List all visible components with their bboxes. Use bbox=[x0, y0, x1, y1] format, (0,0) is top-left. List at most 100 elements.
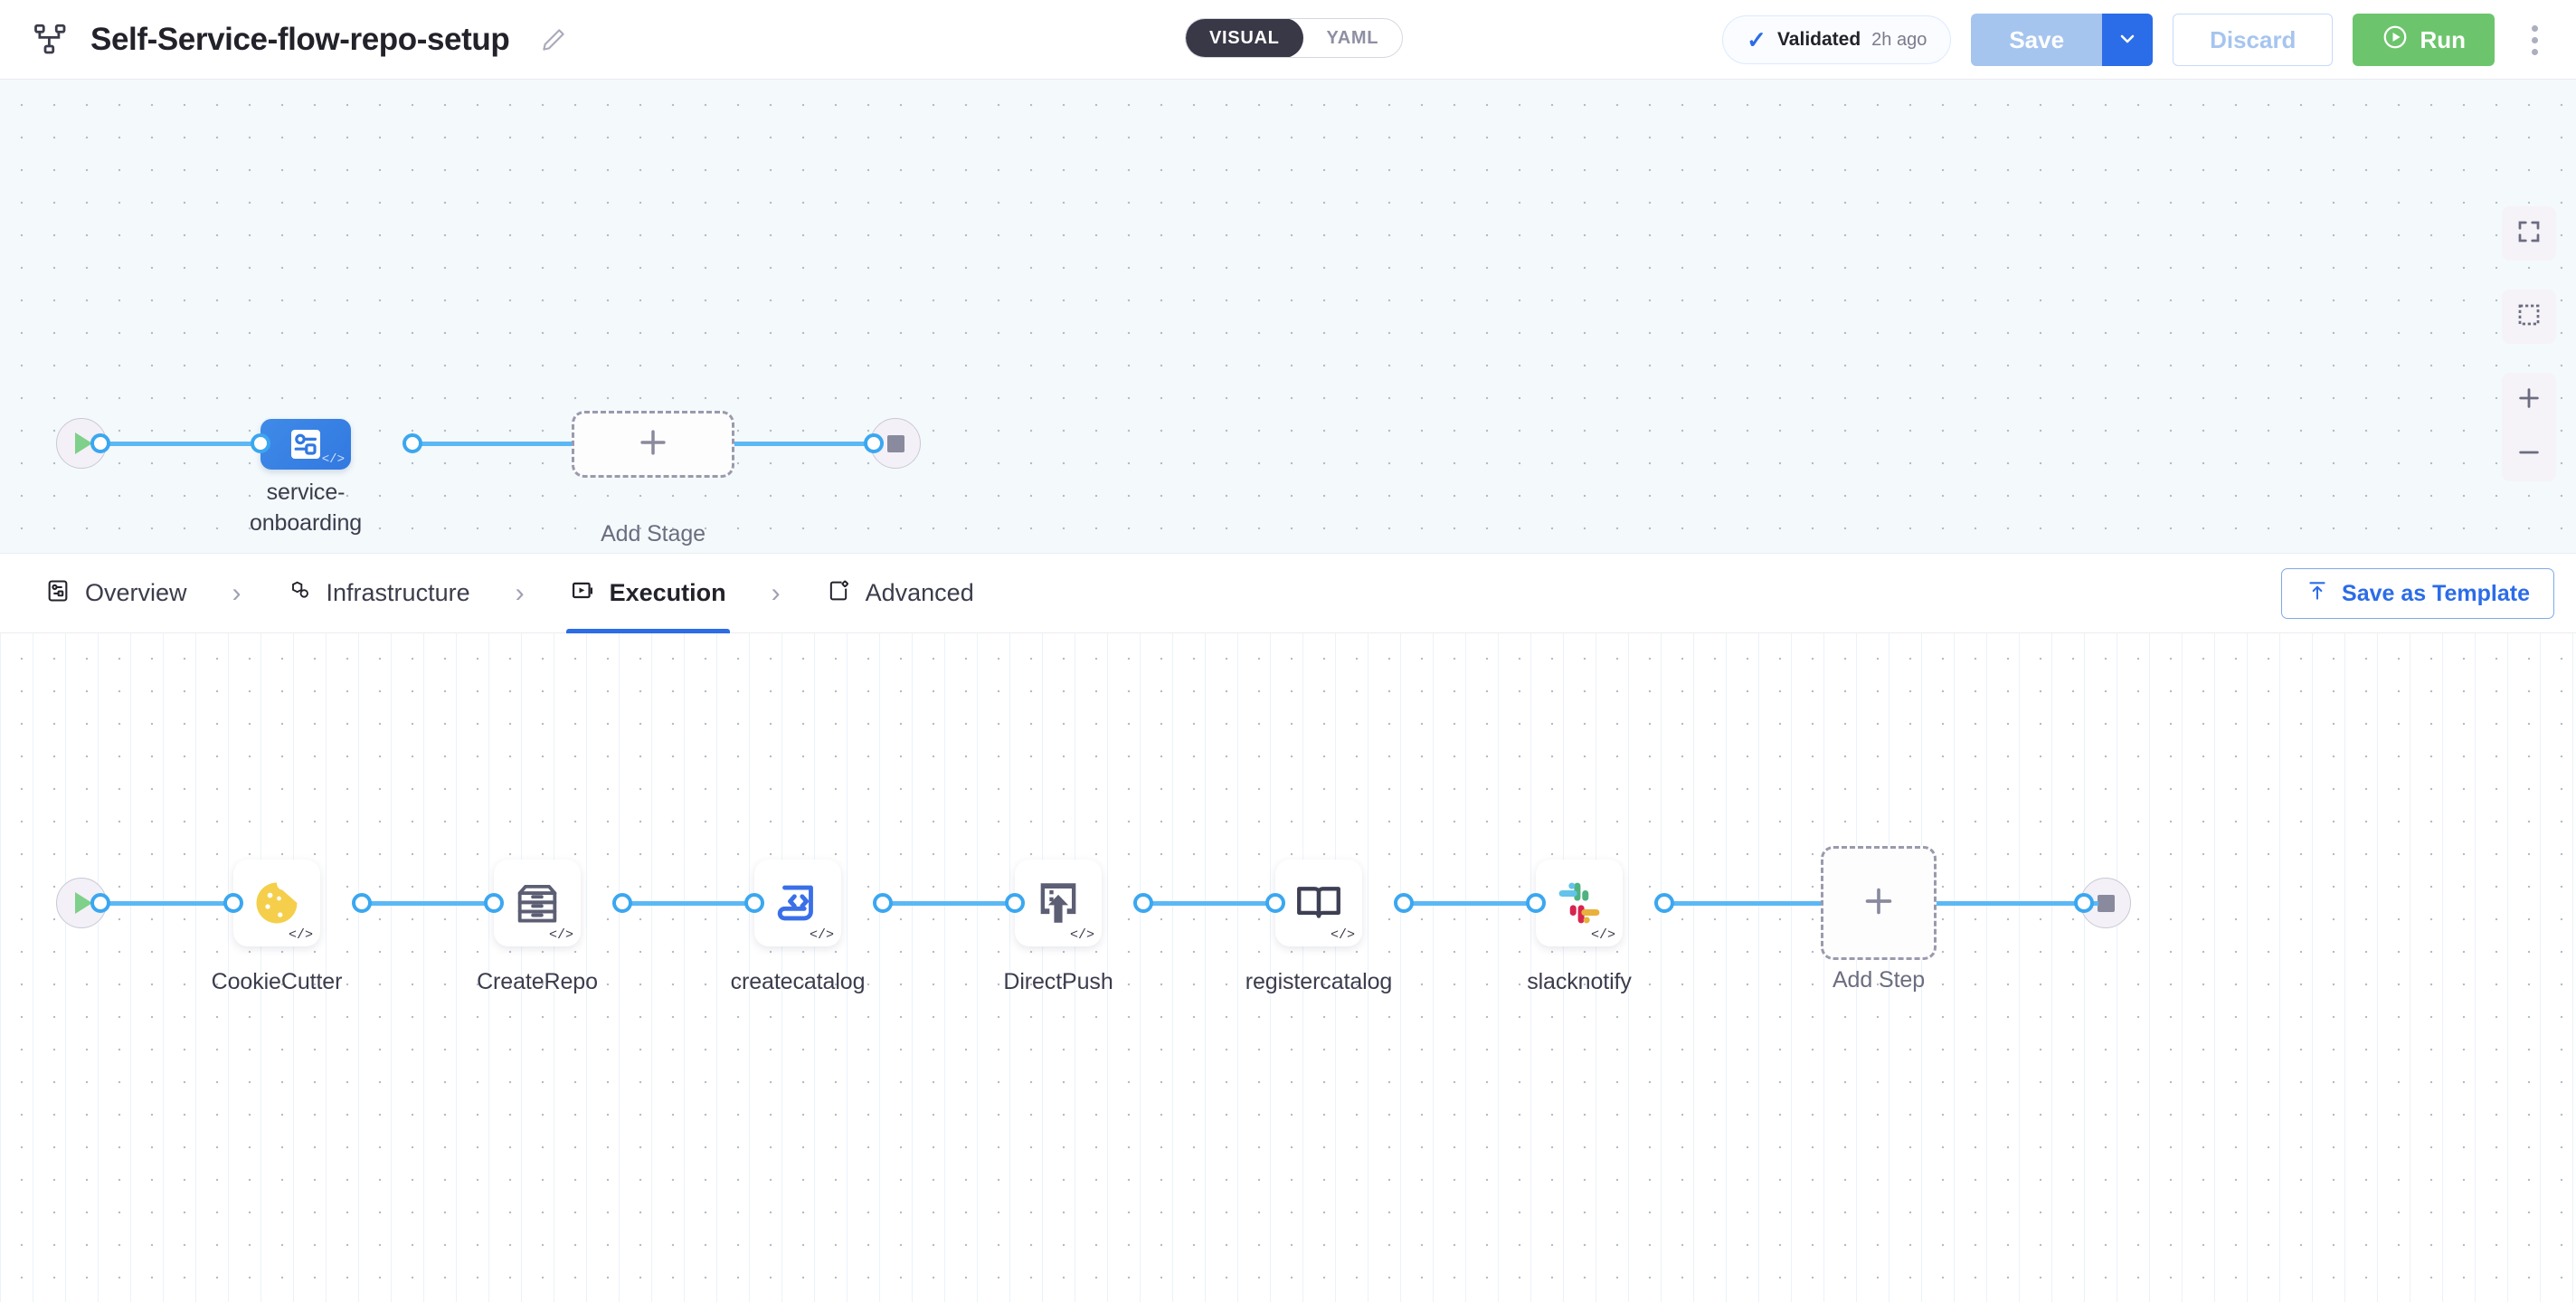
stage-canvas[interactable]: </> service-onboarding Add Stage bbox=[0, 80, 2576, 553]
step5-out-port[interactable] bbox=[1394, 893, 1414, 913]
edge-start-to-step1 bbox=[98, 901, 257, 906]
step1-out-port[interactable] bbox=[352, 893, 372, 913]
check-icon: ✓ bbox=[1747, 26, 1766, 53]
add-stage-button[interactable] bbox=[572, 411, 734, 478]
pencil-edit-icon[interactable] bbox=[529, 26, 567, 53]
infrastructure-icon bbox=[287, 578, 312, 608]
step-label: createcatalog bbox=[730, 969, 866, 994]
step-node-directpush[interactable]: </> bbox=[1015, 860, 1102, 946]
step4-out-port[interactable] bbox=[1133, 893, 1153, 913]
step-end-port[interactable] bbox=[2074, 893, 2094, 913]
stage-code-badge: </> bbox=[321, 452, 345, 467]
step-label: CookieCutter bbox=[211, 969, 343, 994]
edge-step4-to-step5 bbox=[1143, 901, 1292, 906]
step-start-port[interactable] bbox=[90, 893, 110, 913]
save-button-group[interactable]: Save bbox=[1971, 14, 2154, 66]
page-title: Self-Service-flow-repo-setup bbox=[90, 21, 510, 57]
step-node-createrepo[interactable]: </> bbox=[494, 860, 581, 946]
step2-out-port[interactable] bbox=[612, 893, 632, 913]
tab-yaml-view[interactable]: YAML bbox=[1303, 19, 1403, 57]
step2-in-port[interactable] bbox=[484, 893, 504, 913]
cookie-icon bbox=[256, 882, 298, 924]
stage-out-port[interactable] bbox=[402, 433, 422, 453]
step-code-badge: </> bbox=[548, 927, 573, 943]
header-left: Self-Service-flow-repo-setup bbox=[0, 21, 567, 59]
step-code-badge: </> bbox=[1069, 927, 1094, 943]
add-step-button[interactable] bbox=[1821, 846, 1937, 960]
run-label: Run bbox=[2420, 25, 2466, 53]
run-button[interactable]: Run bbox=[2353, 14, 2495, 66]
step-code-badge: </> bbox=[809, 927, 834, 943]
stage-start-port[interactable] bbox=[90, 433, 110, 453]
tab-visual-view[interactable]: VISUAL bbox=[1186, 19, 1303, 57]
fit-screen-icon bbox=[2515, 218, 2543, 250]
app-header: Self-Service-flow-repo-setup VISUAL YAML… bbox=[0, 0, 2576, 80]
step1-in-port[interactable] bbox=[223, 893, 243, 913]
step4-in-port[interactable] bbox=[1005, 893, 1025, 913]
step-label: registercatalog bbox=[1245, 969, 1393, 994]
pipeline-nodes-icon bbox=[33, 21, 71, 59]
edge-step6-to-addstep bbox=[1664, 901, 1827, 906]
add-stage-label: Add Stage bbox=[601, 521, 706, 546]
selection-box-button[interactable] bbox=[2502, 290, 2556, 344]
step-code-badge: </> bbox=[288, 927, 313, 943]
step3-in-port[interactable] bbox=[744, 893, 764, 913]
step5-in-port[interactable] bbox=[1265, 893, 1285, 913]
open-book-icon bbox=[1297, 887, 1340, 918]
step-node-registercatalog[interactable]: </> bbox=[1275, 860, 1362, 946]
tab-advanced-label: Advanced bbox=[865, 579, 974, 606]
save-button[interactable]: Save bbox=[1971, 14, 2103, 66]
upload-push-icon bbox=[1040, 883, 1076, 923]
tab-separator: › bbox=[515, 577, 525, 608]
tab-separator: › bbox=[771, 577, 781, 608]
edge-start-to-stage bbox=[98, 442, 279, 446]
validated-timestamp: 2h ago bbox=[1871, 29, 1927, 50]
stage-node-service-onboarding[interactable]: </> bbox=[260, 419, 351, 470]
canvas-controls bbox=[2502, 206, 2556, 481]
plus-icon bbox=[633, 423, 673, 467]
step6-in-port[interactable] bbox=[1526, 893, 1546, 913]
edge-step5-to-step6 bbox=[1404, 901, 1552, 906]
tab-advanced[interactable]: Advanced bbox=[822, 553, 978, 633]
step-code-badge: </> bbox=[1590, 927, 1615, 943]
step-label: CreateRepo bbox=[477, 969, 598, 994]
tab-execution[interactable]: Execution bbox=[565, 553, 730, 633]
tab-execution-label: Execution bbox=[609, 579, 726, 606]
code-page-icon bbox=[777, 885, 813, 921]
stage-flow-icon bbox=[291, 430, 320, 459]
step3-out-port[interactable] bbox=[873, 893, 893, 913]
save-as-template-label: Save as Template bbox=[2342, 580, 2530, 606]
stop-square-icon bbox=[886, 434, 904, 452]
step-node-cookiecutter[interactable]: </> bbox=[233, 860, 320, 946]
steps-canvas[interactable]: </> CookieCutter </> CreateRepo </> bbox=[0, 633, 2576, 1302]
step-node-slacknotify[interactable]: </> bbox=[1536, 860, 1623, 946]
execution-icon bbox=[570, 578, 595, 608]
stage-end-port[interactable] bbox=[864, 433, 884, 453]
step-node-createcatalog[interactable]: </> bbox=[754, 860, 841, 946]
view-mode-toggle[interactable]: VISUAL YAML bbox=[1185, 18, 1404, 58]
edge-step3-to-step4 bbox=[883, 901, 1028, 906]
fit-to-screen-button[interactable] bbox=[2502, 206, 2556, 261]
save-as-template-button[interactable]: Save as Template bbox=[2281, 568, 2554, 619]
plus-icon bbox=[2514, 384, 2543, 417]
plus-icon bbox=[1858, 880, 1899, 927]
zoom-in-button[interactable] bbox=[2502, 373, 2556, 427]
edge-addstage-to-end bbox=[724, 442, 877, 446]
slack-icon bbox=[1558, 882, 1600, 924]
header-actions: ✓ Validated 2h ago Save Discard bbox=[1722, 0, 2554, 80]
step-label: slacknotify bbox=[1527, 969, 1632, 994]
tab-overview-label: Overview bbox=[85, 579, 187, 606]
tab-infrastructure[interactable]: Infrastructure bbox=[283, 553, 474, 633]
status-badge-validated[interactable]: ✓ Validated 2h ago bbox=[1722, 15, 1952, 64]
discard-button[interactable]: Discard bbox=[2173, 14, 2334, 66]
kebab-menu-icon[interactable] bbox=[2514, 14, 2554, 66]
chevron-down-icon bbox=[2117, 28, 2138, 52]
zoom-out-button[interactable] bbox=[2502, 427, 2556, 481]
validated-label: Validated bbox=[1776, 29, 1861, 50]
save-dropdown-button[interactable] bbox=[2102, 14, 2154, 66]
drawer-cabinet-icon bbox=[517, 884, 557, 923]
tab-overview[interactable]: Overview bbox=[42, 553, 191, 633]
overview-icon bbox=[45, 578, 71, 608]
step6-out-port[interactable] bbox=[1654, 893, 1674, 913]
stage-in-port[interactable] bbox=[251, 433, 270, 453]
